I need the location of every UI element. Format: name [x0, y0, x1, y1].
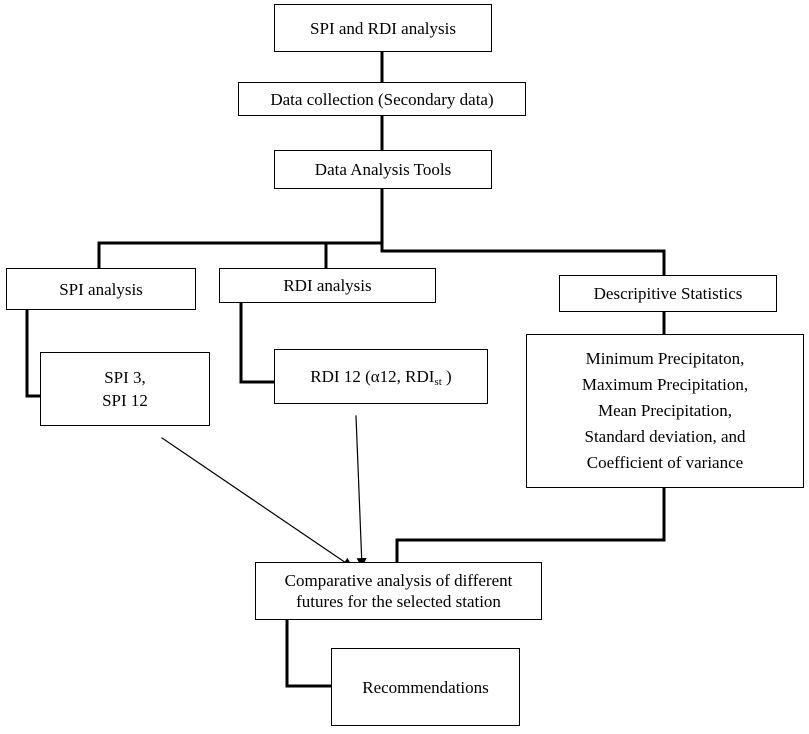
rdi-analysis-label: RDI analysis: [283, 276, 372, 295]
data-analysis-tools-box: Data Analysis Tools: [274, 150, 492, 189]
rdi-values-box: RDI 12 (α12, RDIst ): [274, 349, 488, 404]
statistics-line-3: Mean Precipitation,: [597, 401, 733, 420]
spi-analysis-box: SPI analysis: [6, 268, 196, 310]
statistics-box: Minimum Precipitaton, Maximum Precipitat…: [526, 334, 804, 488]
connector-comparative-to-recommendations: [285, 618, 333, 688]
statistics-line-1: Minimum Precipitaton,: [585, 349, 745, 368]
recommendations-label: Recommendations: [362, 677, 489, 697]
rdi-analysis-box: RDI analysis: [219, 268, 436, 303]
data-collection-label: Data collection (Secondary data): [270, 89, 494, 109]
connector-rdi-to-values: [239, 301, 276, 384]
spi-analysis-label: SPI analysis: [59, 279, 143, 299]
spi-values-line-1: SPI 3,: [104, 368, 146, 387]
comparative-line-1: Comparative analysis of different: [284, 571, 513, 590]
data-collection-box: Data collection (Secondary data): [238, 82, 526, 116]
spi-values-box: SPI 3, SPI 12: [40, 352, 210, 426]
spi-rdi-analysis-box: SPI and RDI analysis: [274, 4, 492, 52]
statistics-line-4: Standard deviation, and: [584, 427, 746, 446]
spi-rdi-analysis-label: SPI and RDI analysis: [310, 18, 456, 38]
rdi-values-label: RDI 12 (α12, RDIst ): [310, 365, 451, 388]
recommendations-box: Recommendations: [331, 648, 520, 726]
statistics-line-5: Coefficient of variance: [586, 453, 744, 472]
connector-spi-to-values: [25, 308, 42, 398]
descriptive-statistics-box: Descripitive Statistics: [559, 275, 777, 312]
rdi-values-main: RDI 12 (α12, RDI: [310, 367, 435, 386]
descriptive-statistics-label: Descripitive Statistics: [593, 284, 743, 303]
data-analysis-tools-label: Data Analysis Tools: [314, 160, 452, 179]
statistics-line-2: Maximum Precipitation,: [581, 375, 749, 394]
spi-values-line-2: SPI 12: [102, 391, 148, 410]
rdi-values-subscript: st: [434, 376, 442, 388]
arrow-rdi-to-comparative: [355, 415, 367, 568]
arrow-spi-to-comparative: [161, 437, 353, 568]
comparative-analysis-box: Comparative analysis of different future…: [255, 562, 542, 620]
comparative-line-2: futures for the selected station: [296, 592, 501, 611]
rdi-values-close: ): [446, 367, 452, 386]
connector-stats-to-comparative: [395, 486, 666, 564]
